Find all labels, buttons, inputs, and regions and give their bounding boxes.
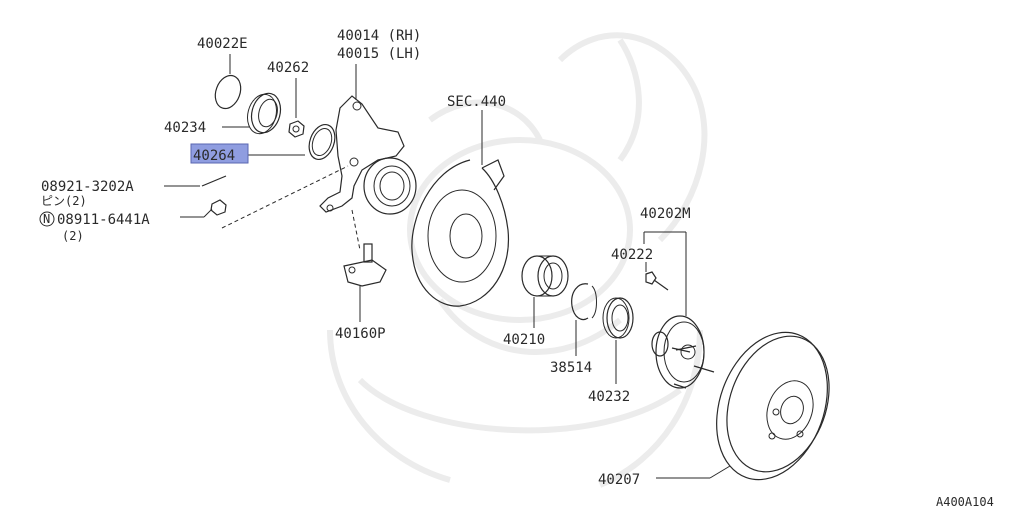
label-40207: 40207	[598, 472, 640, 488]
part-40014-40015-knuckle	[319, 64, 417, 215]
label-40262: 40262	[267, 60, 309, 76]
label-40210: 40210	[503, 332, 545, 348]
label-08921: 08921-3202A	[41, 179, 134, 195]
label-40234: 40234	[164, 120, 206, 136]
part-40207-disc-rotor	[656, 331, 830, 481]
part-08911-nut	[39, 199, 227, 227]
part-sec440-backing-plate	[411, 110, 510, 307]
label-08911-sub: (2)	[62, 229, 84, 243]
diagram-code: A400A104	[936, 495, 994, 509]
label-08911: 08911-6441A	[57, 212, 150, 228]
part-40232-seal	[602, 297, 634, 384]
assembly-guide-line	[221, 165, 349, 229]
label-40202m: 40202M	[640, 206, 691, 222]
label-40160p: 40160P	[335, 326, 386, 342]
label-38514: 38514	[550, 360, 592, 376]
part-40262-nut	[288, 78, 305, 138]
part-38514-snap-ring	[571, 283, 597, 356]
part-08921-pin	[164, 175, 227, 187]
part-40022e-cap	[214, 54, 242, 110]
label-08911-prefix: N	[43, 212, 50, 226]
label-40015: 40015 (LH)	[337, 46, 421, 62]
part-40160p-ball-joint	[343, 243, 387, 322]
assembly-guide-line-2	[351, 209, 361, 251]
part-40222-stud	[645, 262, 669, 291]
part-40264-snap-ring	[248, 123, 336, 161]
part-40234-seal	[222, 92, 282, 135]
label-40264[interactable]: 40264	[193, 148, 235, 164]
label-40222: 40222	[611, 247, 653, 263]
highlighted-part-box	[190, 143, 249, 164]
label-40022e: 40022E	[197, 36, 248, 52]
n-circle-icon	[39, 211, 55, 227]
watermark-emblem	[327, 32, 708, 488]
part-40210-bearing	[521, 255, 569, 328]
part-40202m-hub	[643, 231, 715, 389]
label-08921-sub: ピン(2)	[41, 194, 87, 208]
label-40014: 40014 (RH)	[337, 28, 421, 44]
label-40232: 40232	[588, 389, 630, 405]
label-sec440: SEC.440	[447, 94, 506, 110]
